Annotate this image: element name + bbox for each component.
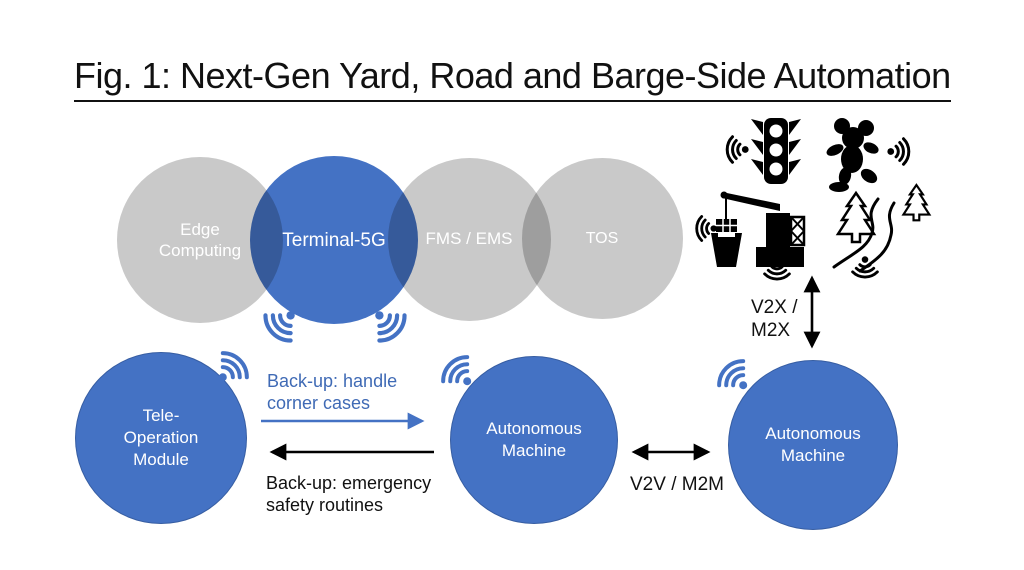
backup-reverse-label: Back-up: emergency safety routines [266,473,432,515]
venn-label-fms-ems: FMS / EMS [425,229,513,249]
venn-label-terminal-5g: Terminal-5G [282,230,386,252]
wifi-icon-terminal-left [248,292,313,357]
node-tele-operation-module: Tele- Operation Module [75,352,247,524]
wifi-icon-autonomous-2 [703,345,765,407]
wifi-icon-autonomous-1 [427,341,489,403]
signal-icon-barge [689,213,720,244]
traffic-light-icon [750,117,802,189]
venn-label-tos: TOS [585,230,619,247]
wifi-icon-terminal-right [356,292,421,357]
v2x-label: V2X / M2X [751,297,798,342]
signal-icon-traffic-light [719,133,752,166]
venn-circle-tos [522,158,683,319]
node-autonomous-machine-2: Autonomous Machine [728,360,898,530]
signal-icon-mickey [884,135,917,168]
road-trees-icon [828,183,936,275]
page-title: Fig. 1: Next-Gen Yard, Road and Barge-Si… [74,55,951,102]
node-autonomous-machine-1: Autonomous Machine [450,356,618,524]
v2v-label: V2V / M2M [630,474,724,495]
venn-label-edge-computing: Edge Computing [158,219,242,260]
crane-barge-icon [710,189,812,275]
backup-forward-label: Back-up: handle corner cases [267,371,398,413]
wifi-icon-teleop [201,337,263,399]
mickey-silhouette-icon [816,114,886,194]
